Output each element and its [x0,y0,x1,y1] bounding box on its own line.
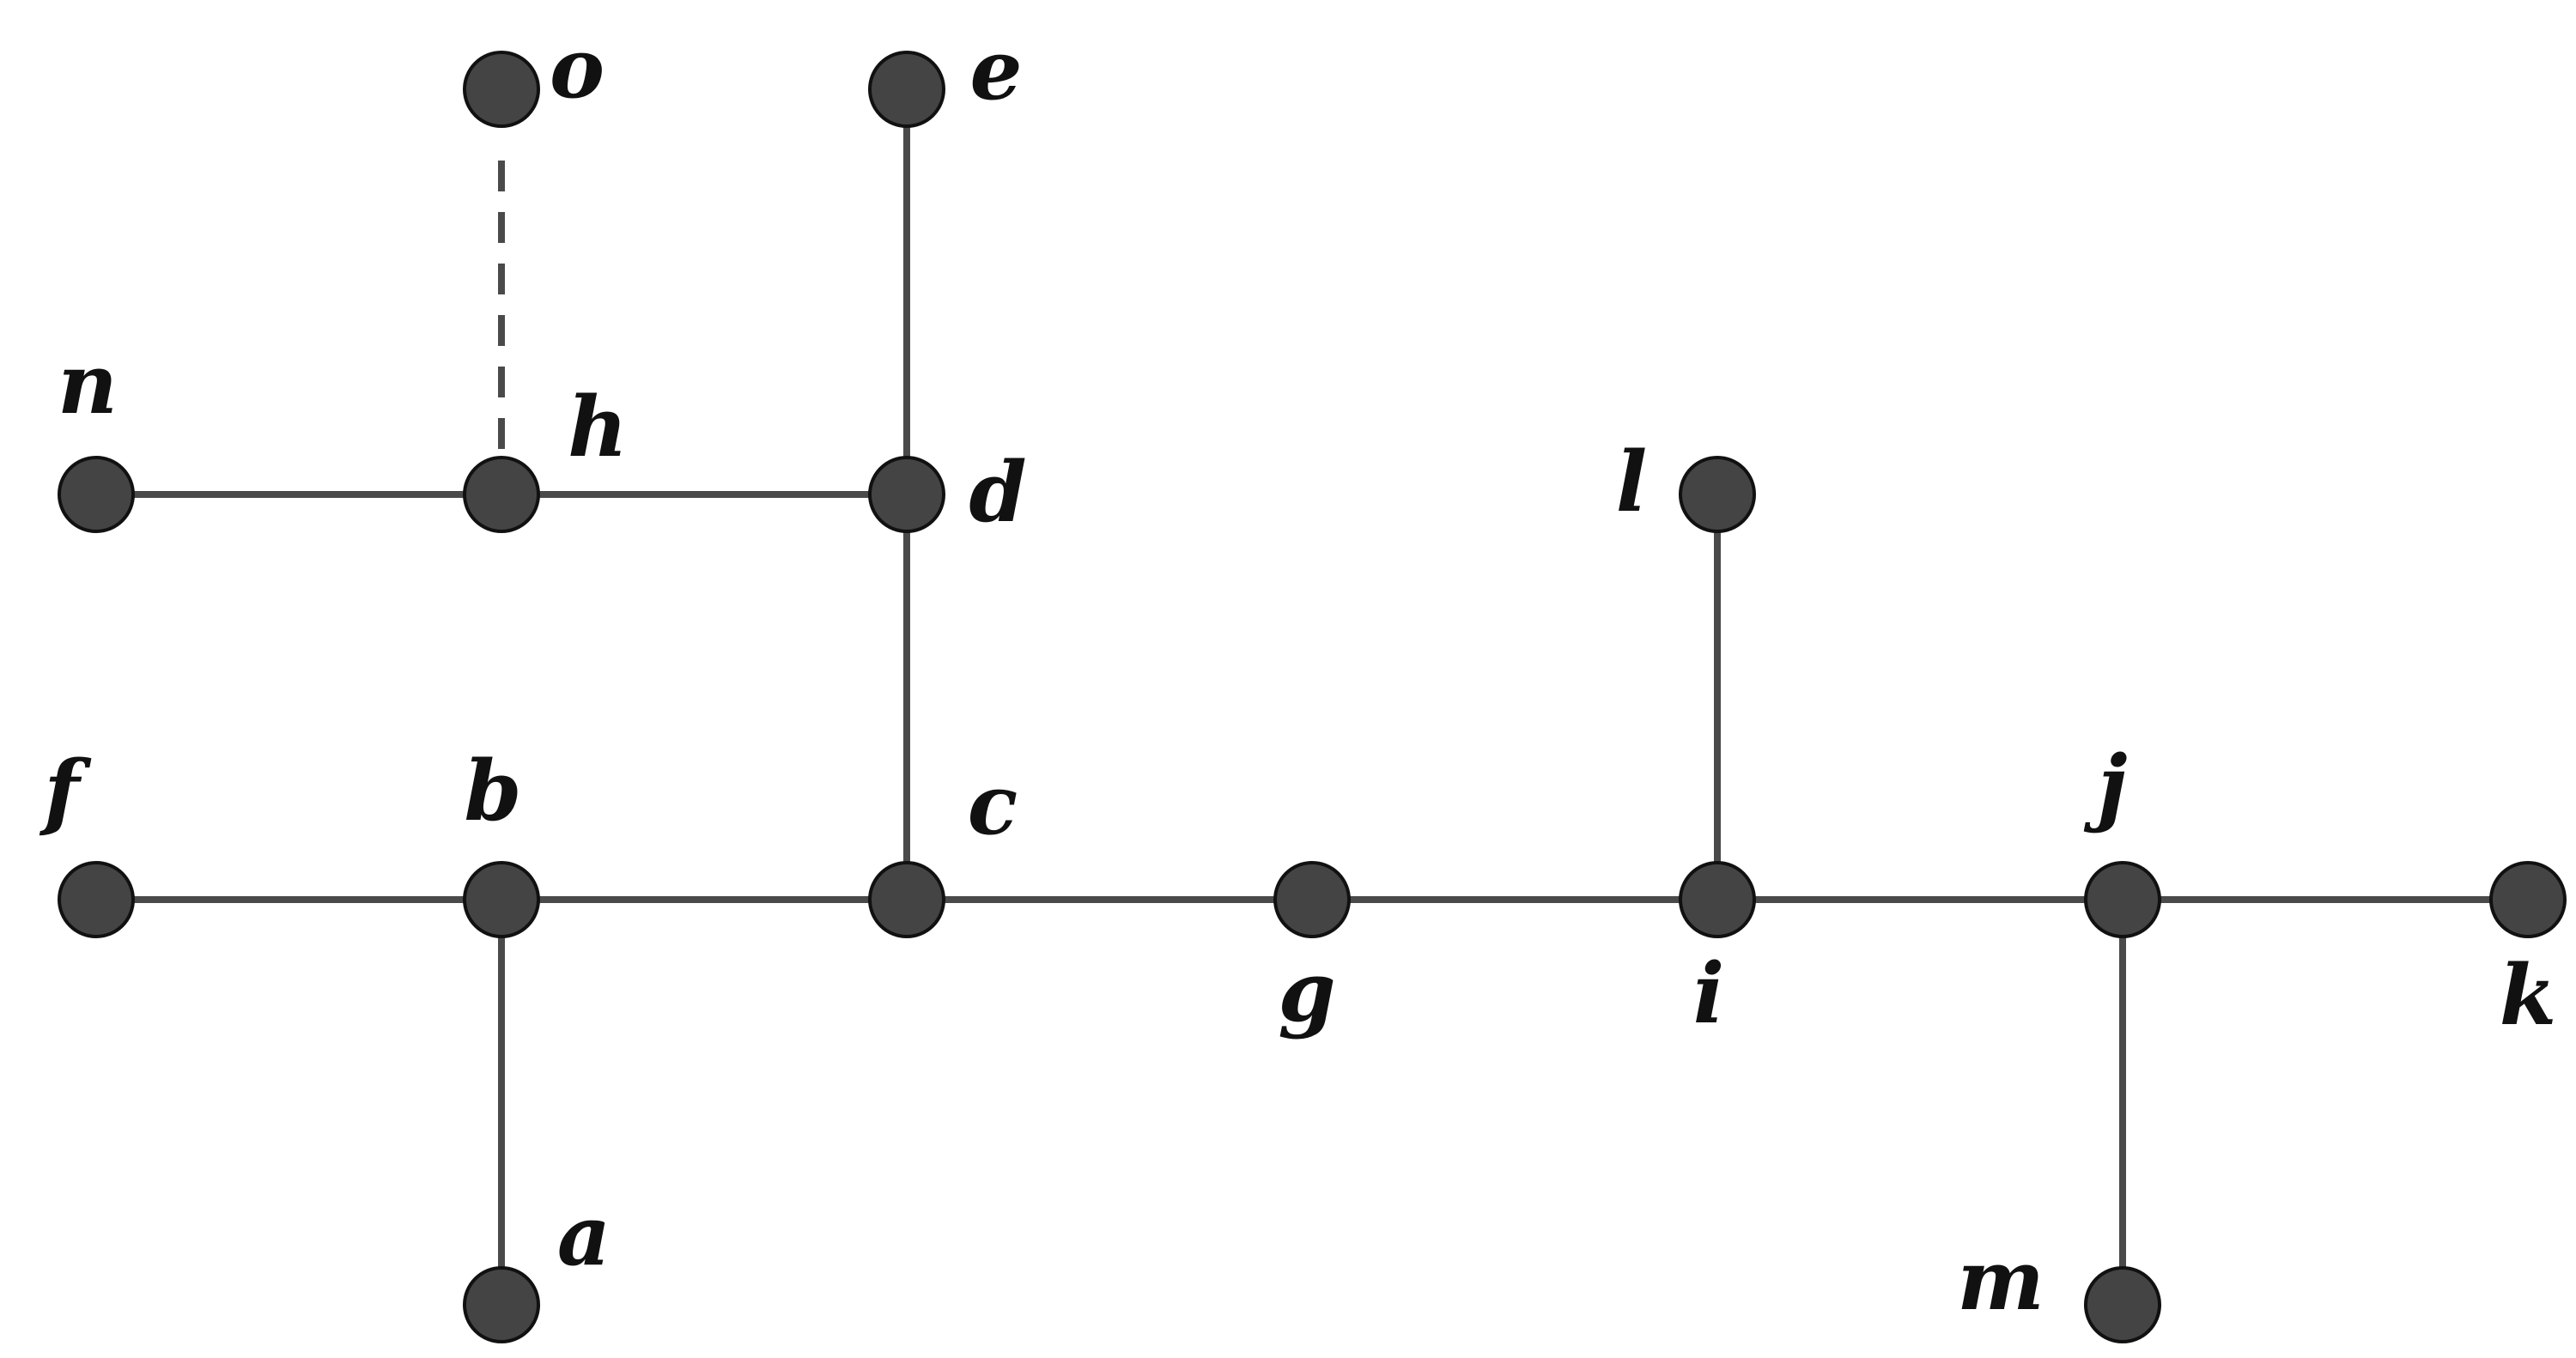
node-h [463,456,540,533]
node-label-l: l [1616,433,1647,530]
node-e [868,51,945,128]
edges-layer [96,89,2528,1305]
node-k [2489,861,2567,938]
labels-layer: a b c d e f g h i j k l m n o [39,20,2556,1329]
node-label-d: d [969,444,1026,541]
node-label-g: g [1278,943,1335,1040]
node-label-e: e [969,21,1022,118]
node-i [1679,861,1756,938]
node-o [463,51,540,128]
node-label-f: f [39,743,92,840]
node-f [58,861,135,938]
node-l [1679,456,1756,533]
node-label-c: c [968,756,1018,853]
node-j [2084,861,2161,938]
node-label-b: b [464,743,521,840]
node-label-k: k [2500,947,2557,1044]
nodes-layer [58,51,2567,1343]
node-c [868,861,945,938]
node-label-m: m [1957,1232,2044,1329]
node-m [2084,1266,2161,1343]
node-label-o: o [550,20,605,117]
node-d [868,456,945,533]
node-n [58,456,135,533]
node-label-h: h [568,379,628,476]
node-label-n: n [58,336,118,433]
node-a [463,1266,540,1343]
node-g [1273,861,1351,938]
node-b [463,861,540,938]
node-label-j: j [2084,737,2128,834]
node-label-i: i [1693,945,1724,1042]
node-label-a: a [557,1187,611,1284]
